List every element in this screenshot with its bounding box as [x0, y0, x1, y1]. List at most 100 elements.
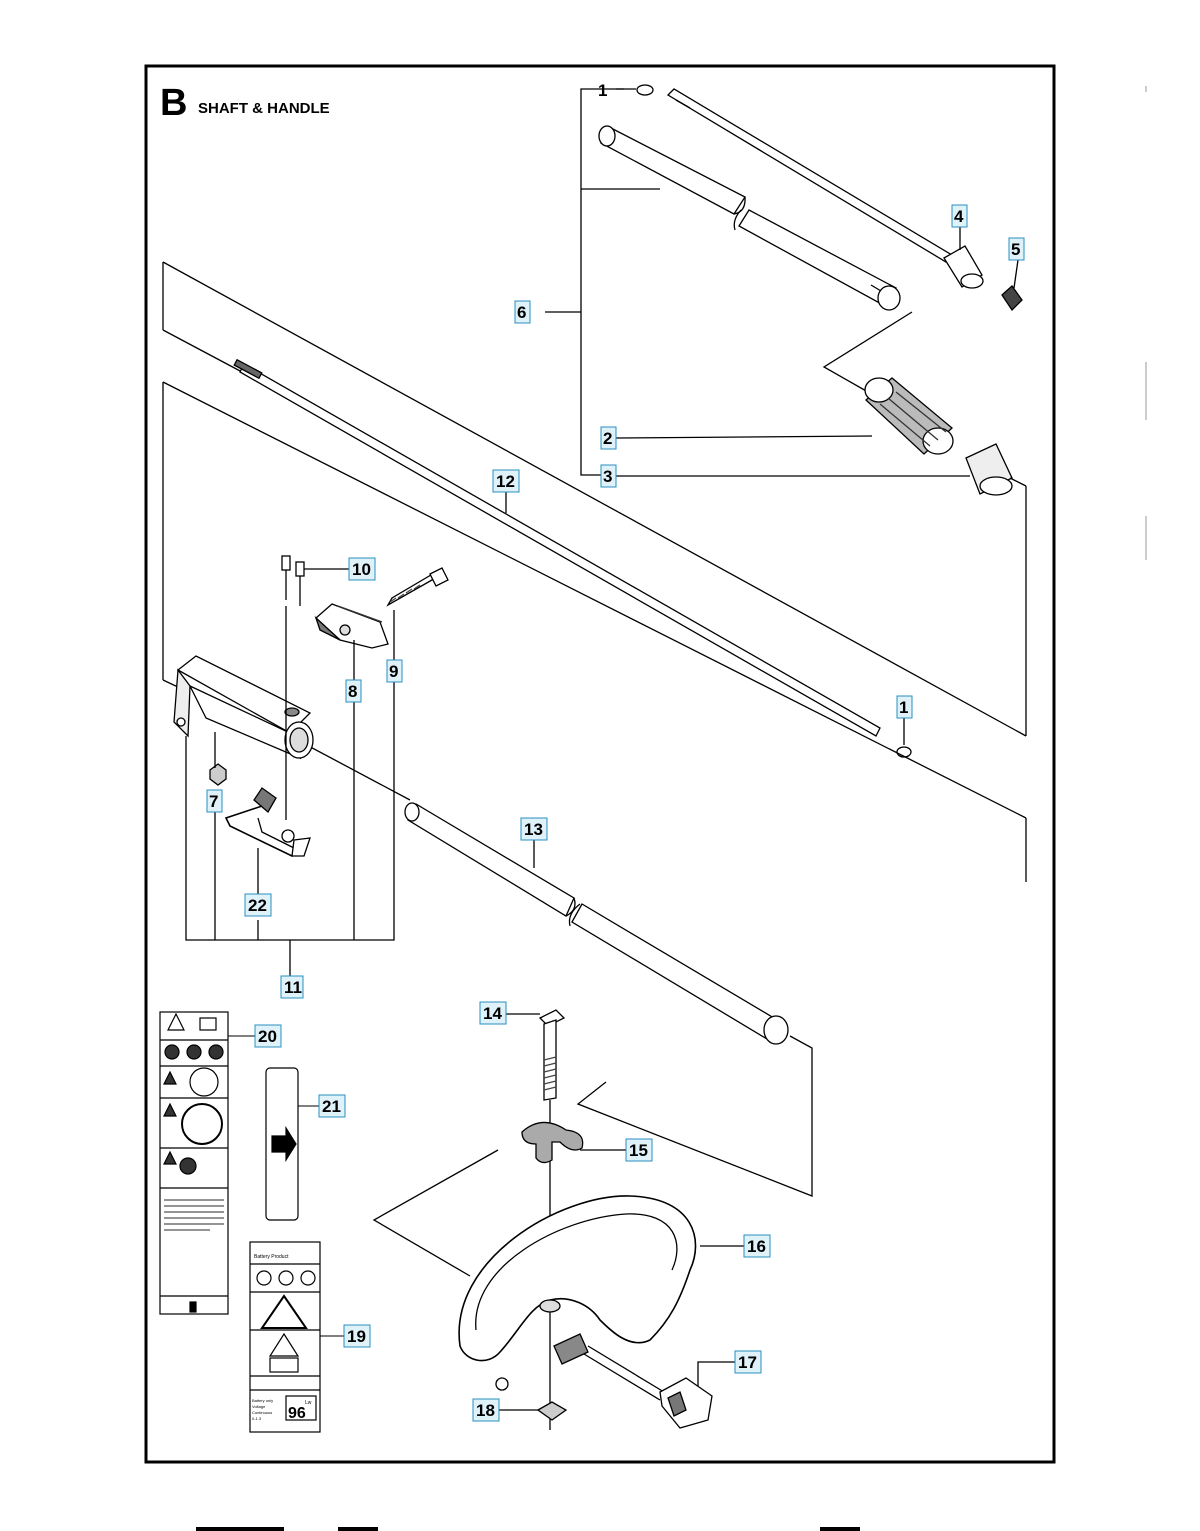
callout-19: 19	[343, 1324, 371, 1348]
callout-13: 13	[520, 817, 548, 841]
callout-16: 16	[743, 1234, 771, 1258]
decal-19: Battery Product 96 Lw Battery only Volta…	[249, 1241, 321, 1433]
svg-text:16: 16	[747, 1237, 766, 1256]
callout-14: 14	[479, 1001, 507, 1025]
blade-icon	[179, 1157, 197, 1175]
o-ring-bottom	[896, 746, 912, 758]
decal-21	[265, 1067, 299, 1221]
svg-text:7: 7	[209, 792, 218, 811]
decal-20	[159, 1011, 229, 1315]
knob-plate-8	[314, 603, 389, 649]
leader-17	[697, 1361, 736, 1386]
gloves-icon	[186, 1044, 202, 1060]
callout-22: 22	[244, 893, 272, 917]
warning-triangle-icon-2	[163, 1070, 177, 1085]
shaft-cap-5	[1001, 285, 1023, 312]
shaft-spline-left	[233, 358, 263, 380]
bolt-14	[538, 1009, 566, 1101]
helmet-icon	[164, 1044, 180, 1060]
boots-icon	[208, 1044, 224, 1060]
callout-10: 10	[348, 557, 376, 581]
callout-17: 17	[734, 1350, 762, 1374]
square-nut-18	[536, 1401, 568, 1421]
arrow-right-icon	[271, 1125, 297, 1163]
warning-triangle-icon	[167, 1012, 185, 1031]
handle-loop-16	[458, 1195, 697, 1391]
svg-text:12: 12	[496, 472, 515, 491]
svg-text:13: 13	[524, 820, 543, 839]
debris-icon	[189, 1067, 219, 1097]
guide-line-e	[162, 329, 243, 373]
svg-text:6: 6	[517, 303, 526, 322]
grip-tube-upper	[598, 125, 746, 215]
bolt-9	[386, 567, 449, 607]
arrow-down-icon	[189, 1301, 197, 1313]
grip-tube-lower	[733, 209, 901, 311]
helmet-icon-19	[256, 1270, 272, 1286]
svg-text:21: 21	[322, 1097, 341, 1116]
decal19-footer-3: Continuous	[252, 1410, 272, 1415]
warning-triangle-icon-4	[163, 1150, 177, 1165]
callout-11: 11	[280, 975, 304, 999]
decal19-header: Battery Product	[254, 1254, 289, 1260]
boots-icon-19	[300, 1270, 316, 1286]
decal19-footer-2: Voltage	[252, 1404, 266, 1409]
bracket-6	[580, 88, 624, 476]
svg-text:4: 4	[954, 207, 964, 226]
noise-badge-icon	[285, 1395, 317, 1421]
callout-2: 2	[600, 426, 617, 450]
svg-text:11: 11	[284, 978, 302, 997]
warning-triangle-icon-3	[163, 1102, 177, 1117]
throttle-17	[583, 1345, 713, 1429]
svg-text:5: 5	[1011, 240, 1020, 259]
svg-text:15: 15	[629, 1141, 648, 1160]
svg-text:10: 10	[352, 560, 371, 579]
svg-text:18: 18	[476, 1401, 495, 1420]
guide-line-f	[162, 381, 1027, 819]
gloves-icon-19	[278, 1270, 294, 1286]
distance-icon	[181, 1103, 223, 1145]
exploded-guide-top	[822, 311, 913, 393]
callout-5: 5	[1008, 237, 1025, 261]
guide-line-d	[1009, 477, 1027, 487]
bearing-sleeve-4	[943, 245, 984, 289]
svg-text:14: 14	[483, 1004, 502, 1023]
text-lines	[164, 1199, 224, 1231]
nut-7	[209, 763, 227, 786]
svg-text:3: 3	[603, 467, 612, 486]
warning-triangle-icon-19	[260, 1294, 308, 1329]
upper-assembly	[162, 84, 1027, 758]
callout-3: 3	[600, 464, 617, 488]
callout-1-top: 1	[598, 81, 607, 100]
svg-text:2: 2	[603, 429, 612, 448]
shaft-tube-13-upper	[404, 802, 576, 917]
decal19-footer-4: 0-1.3	[252, 1416, 262, 1421]
svg-text:1: 1	[899, 698, 908, 717]
callout-8: 8	[345, 679, 362, 703]
noise-badge-value: 96	[288, 1405, 306, 1422]
callout-6: 6	[514, 300, 531, 324]
shaft-spline-top	[675, 99, 691, 109]
hazard-triangle-icon-19	[268, 1332, 300, 1357]
grip-insert-2	[864, 377, 954, 455]
svg-text:8: 8	[348, 682, 357, 701]
callouts: 1 2 3 4 5 6 12 1 10 9 8 7 13 22 11 14 20…	[206, 81, 1025, 1422]
guide-line-a	[162, 261, 1027, 737]
drive-shaft-12	[239, 363, 881, 737]
screws-10	[281, 555, 305, 606]
callout-18: 18	[472, 1398, 500, 1422]
svg-text:9: 9	[389, 662, 398, 681]
section-title: SHAFT & HANDLE	[198, 100, 330, 117]
knob-15	[521, 1121, 584, 1164]
callout-4: 4	[951, 204, 968, 228]
svg-text:22: 22	[248, 896, 267, 915]
leader-2	[615, 435, 873, 439]
distance-sign-icon	[269, 1357, 299, 1373]
handle-assembly	[372, 1009, 744, 1430]
svg-text:19: 19	[347, 1327, 366, 1346]
guide-line-k	[576, 1035, 813, 1197]
bottom-strip	[196, 1527, 860, 1531]
section-letter: B	[160, 82, 187, 124]
clamp-body	[173, 655, 314, 760]
